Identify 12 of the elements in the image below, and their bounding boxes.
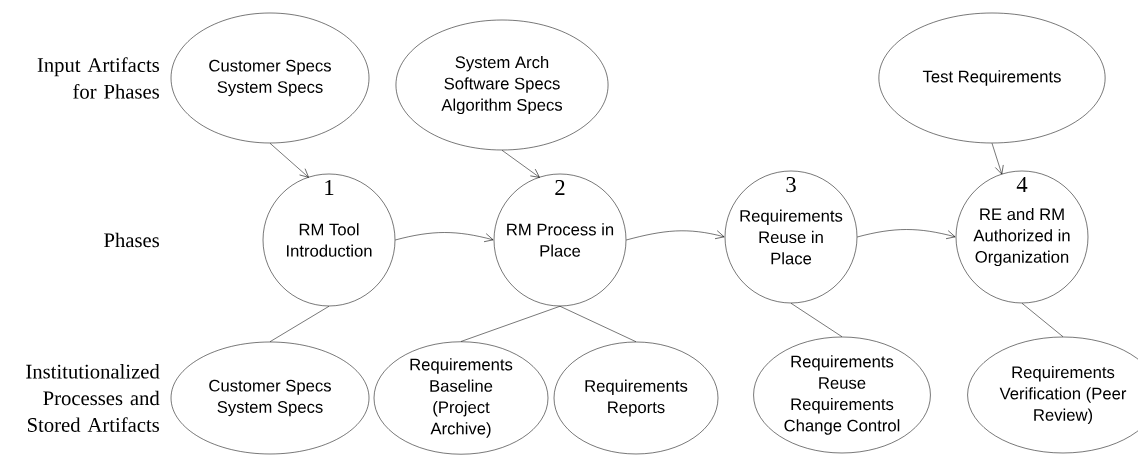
connector-line xyxy=(790,303,843,337)
arrow xyxy=(395,232,494,242)
arrow xyxy=(626,230,725,241)
arrow xyxy=(857,229,956,239)
arrow xyxy=(269,143,309,178)
row-heading: Phases xyxy=(104,232,159,248)
connector-line xyxy=(1021,303,1064,337)
connector-line xyxy=(460,306,561,342)
arrow xyxy=(991,143,1004,175)
arrow xyxy=(501,150,540,178)
connector-line xyxy=(269,306,330,342)
connector-line xyxy=(559,306,637,342)
